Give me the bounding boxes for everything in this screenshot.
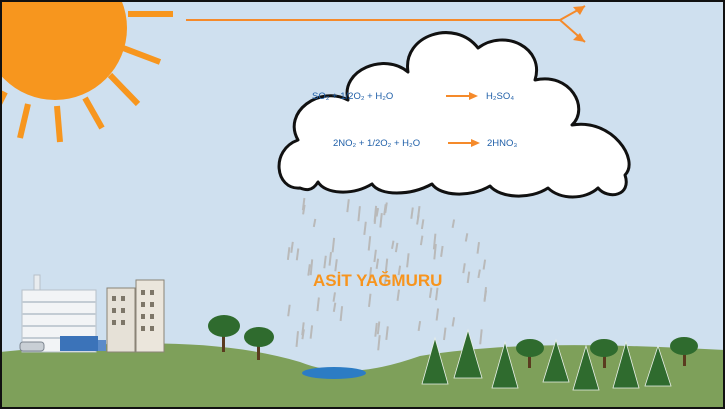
rain-drop-icon <box>346 199 350 213</box>
rain-drop-icon <box>443 327 447 341</box>
rain-drop-icon <box>419 235 424 246</box>
rain-drop-icon <box>290 241 294 253</box>
equation-2-product: 2HNO₃ <box>487 138 517 149</box>
rain-drop-icon <box>451 219 456 228</box>
rain-drop-icon <box>368 267 373 281</box>
tree-icon <box>590 339 618 368</box>
equation-2: 2NO₂ + 1/2O₂ + H₂O 2HNO₃ <box>333 138 517 149</box>
rain-drop-icon <box>375 258 380 269</box>
pine-tree-icon <box>421 336 449 385</box>
rain-drop-icon <box>397 265 402 276</box>
rain-drop-icon <box>332 292 336 302</box>
rain-drop-icon <box>374 322 378 337</box>
rain-drop-icon <box>368 293 372 308</box>
truck-icon <box>60 336 106 351</box>
rain-drop-icon <box>391 240 395 249</box>
pine-tree-icon <box>644 344 672 387</box>
rain-drop-icon <box>357 206 361 222</box>
rain-drop-icon <box>373 205 378 222</box>
rain-drop-icon <box>377 335 381 351</box>
car-icon <box>19 341 45 352</box>
acid-rain-title: ASİT YAĞMURU <box>313 271 442 290</box>
rain-drop-icon <box>482 259 487 270</box>
rain-drop-icon <box>367 236 372 251</box>
building-icon <box>106 279 165 353</box>
rain-drop-icon <box>428 287 433 298</box>
tree-icon <box>516 339 544 368</box>
rain-drop-icon <box>309 259 314 276</box>
rain-drop-icon <box>301 329 305 340</box>
rain-drop-icon <box>462 263 466 274</box>
pine-tree-icon <box>491 340 519 389</box>
rain-drop-icon <box>440 245 444 257</box>
rain-drop-icon <box>479 329 483 345</box>
rain-drop-icon <box>483 290 488 300</box>
rain-drop-icon <box>375 207 380 217</box>
rain-drop-icon <box>385 326 389 341</box>
rain-drop-icon <box>379 212 383 228</box>
rain-drop-icon <box>476 241 480 254</box>
rain-drop-icon <box>416 214 420 225</box>
cloud-icon <box>277 31 631 199</box>
rain <box>286 197 488 351</box>
rain-drop-icon <box>302 204 306 215</box>
equation-2-arrow <box>448 139 480 147</box>
rain-drop-icon <box>295 248 300 261</box>
tree-icon <box>670 337 698 366</box>
pine-tree-icon <box>612 340 640 389</box>
rain-drop-icon <box>295 331 299 347</box>
rain-drop-icon <box>383 276 388 286</box>
rain-drop-icon <box>435 287 439 301</box>
tree-icon <box>244 327 274 360</box>
rain-drop-icon <box>451 317 456 327</box>
equation-1: SO₂ + 1/2O₂ + H₂O H₂SO₄ <box>312 91 514 102</box>
rain-drop-icon <box>309 325 314 339</box>
rain-drop-icon <box>287 304 291 317</box>
rain-drop-icon <box>373 249 377 263</box>
rain-drop-icon <box>394 242 399 253</box>
rain-drop-icon <box>466 271 471 284</box>
rain-drop-icon <box>286 247 291 261</box>
sunlight-arrow <box>186 5 586 43</box>
pine-tree-icon <box>572 344 600 391</box>
rain-drop-icon <box>363 221 367 236</box>
rain-drop-icon <box>396 289 400 301</box>
rain-drop-icon <box>435 308 440 321</box>
rain-drop-icon <box>339 306 344 322</box>
pine-tree-icon <box>453 328 483 379</box>
rain-drop-icon <box>464 233 469 242</box>
pine-tree-icon <box>542 338 570 383</box>
rain-drop-icon <box>312 218 317 228</box>
rain-drop-icon <box>477 269 481 279</box>
rain-drop-icon <box>383 204 387 216</box>
sun-icon <box>0 0 173 143</box>
tree-icon <box>208 315 240 352</box>
rain-drop-icon <box>432 233 437 250</box>
rain-drop-icon <box>332 302 337 312</box>
ground <box>0 343 725 409</box>
rain-drop-icon <box>410 207 414 219</box>
rain-drop-icon <box>334 259 338 272</box>
rain-drop-icon <box>417 320 422 332</box>
equation-1-arrow <box>446 92 478 100</box>
rain-drop-icon <box>328 251 332 266</box>
rain-drop-icon <box>307 264 311 276</box>
rain-drop-icon <box>406 253 410 268</box>
equation-1-reactants: SO₂ + 1/2O₂ + H₂O <box>312 91 393 102</box>
rain-drop-icon <box>384 258 389 274</box>
rain-drop-icon <box>376 321 381 335</box>
rain-drop-icon <box>316 297 320 312</box>
lake-icon <box>302 367 366 379</box>
rain-drop-icon <box>420 219 425 230</box>
equation-2-reactants: 2NO₂ + 1/2O₂ + H₂O <box>333 138 420 149</box>
rain-drop-icon <box>331 237 336 253</box>
rain-drop-icon <box>433 243 437 260</box>
rain-drop-icon <box>323 255 327 269</box>
equation-1-product: H₂SO₄ <box>486 91 514 102</box>
